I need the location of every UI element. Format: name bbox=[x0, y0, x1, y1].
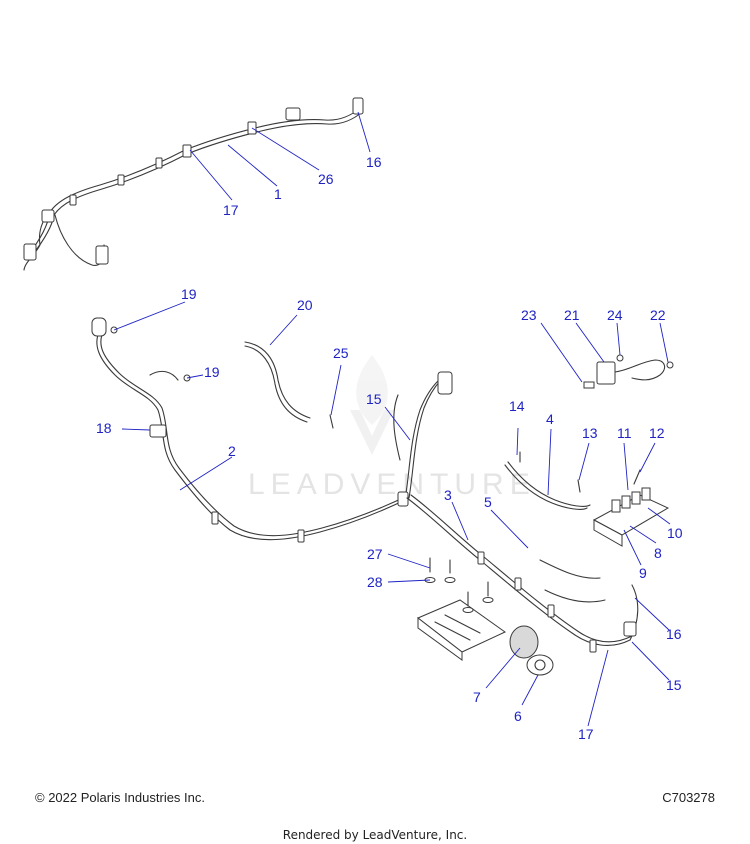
fasteners bbox=[110, 326, 641, 613]
callout-11: 11 bbox=[617, 425, 632, 441]
callout-17-lower: 17 bbox=[578, 726, 594, 742]
callout-27: 27 bbox=[367, 546, 383, 562]
grommet-7 bbox=[509, 625, 539, 659]
callout-19-lower: 19 bbox=[204, 364, 220, 380]
callout-1: 1 bbox=[274, 186, 282, 202]
callout-18: 18 bbox=[96, 420, 112, 436]
harness-right bbox=[406, 494, 639, 653]
harness-main bbox=[91, 317, 453, 543]
copyright-notice: © 2022 Polaris Industries Inc. bbox=[35, 790, 205, 805]
callout-16-lower: 16 bbox=[666, 626, 682, 642]
grommet-6 bbox=[526, 654, 554, 676]
callout-20: 20 bbox=[297, 297, 313, 313]
callout-15-upper: 15 bbox=[366, 391, 382, 407]
callout-14: 14 bbox=[509, 398, 525, 414]
diagram-code: C703278 bbox=[662, 790, 715, 805]
cable-20 bbox=[244, 341, 311, 423]
callout-6: 6 bbox=[514, 708, 522, 724]
watermark-flame-logo bbox=[350, 355, 394, 455]
watermark-text: LEADVENTURE bbox=[248, 468, 536, 501]
leader-lines bbox=[113, 111, 671, 727]
callout-13: 13 bbox=[582, 425, 598, 441]
callout-17-upper: 17 bbox=[223, 202, 239, 218]
callout-2: 2 bbox=[228, 443, 236, 459]
callout-23: 23 bbox=[521, 307, 537, 323]
callout-5: 5 bbox=[484, 494, 492, 510]
callout-7: 7 bbox=[473, 689, 481, 705]
callout-3: 3 bbox=[444, 487, 452, 503]
callout-8: 8 bbox=[654, 545, 662, 561]
callout-16-upper: 16 bbox=[366, 154, 382, 170]
callout-24: 24 bbox=[607, 307, 623, 323]
callout-25: 25 bbox=[333, 345, 349, 361]
ecu-module bbox=[417, 599, 506, 661]
callout-22: 22 bbox=[650, 307, 666, 323]
callout-9: 9 bbox=[639, 565, 647, 581]
watermark: LEADVENTURE bbox=[248, 355, 536, 501]
callout-10: 10 bbox=[667, 525, 683, 541]
cable-4 bbox=[504, 461, 591, 510]
callout-26: 26 bbox=[318, 171, 334, 187]
callout-19-upper: 19 bbox=[181, 286, 197, 302]
callout-12: 12 bbox=[649, 425, 665, 441]
callout-21: 21 bbox=[564, 307, 580, 323]
fuse-block bbox=[592, 487, 670, 547]
relay-assembly bbox=[583, 354, 674, 389]
callout-15-lower: 15 bbox=[666, 677, 682, 693]
harness-upper bbox=[23, 97, 364, 271]
callout-28: 28 bbox=[367, 574, 383, 590]
callout-4: 4 bbox=[546, 411, 554, 427]
rendered-by-notice: Rendered by LeadVenture, Inc. bbox=[282, 828, 468, 842]
callouts: 1 2 3 4 5 6 7 8 9 10 11 12 13 14 15 15 1… bbox=[96, 154, 683, 742]
